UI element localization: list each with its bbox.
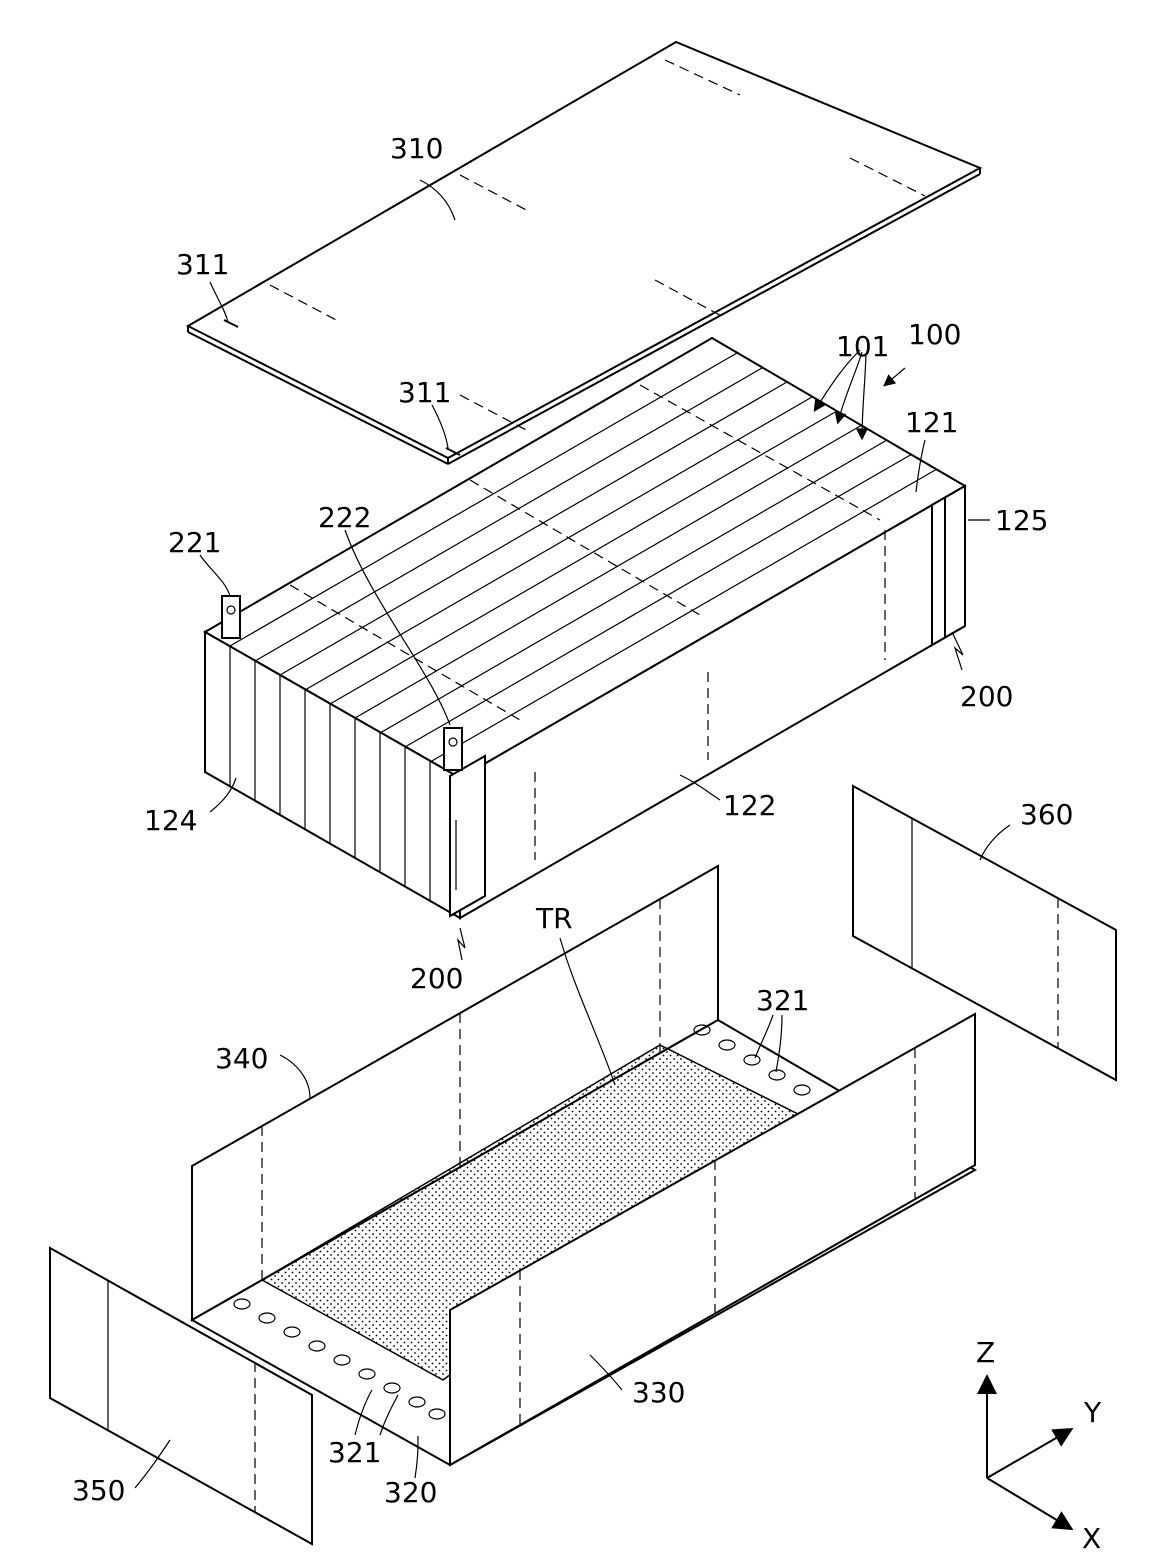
- axis-label-y: Y: [1083, 1396, 1102, 1429]
- label-124: 124: [144, 804, 197, 837]
- label-125: 125: [995, 504, 1048, 537]
- battery-module: [205, 338, 965, 918]
- cover-plate: [188, 42, 980, 464]
- label-321-b: 321: [328, 1436, 381, 1469]
- label-321-a: 321: [756, 984, 809, 1017]
- label-121: 121: [905, 406, 958, 439]
- terminal-221: [222, 596, 240, 638]
- label-200-b: 200: [410, 962, 463, 995]
- label-200-a: 200: [960, 680, 1013, 713]
- axis-label-z: Z: [976, 1336, 995, 1369]
- label-TR: TR: [535, 902, 573, 935]
- label-101: 101: [836, 330, 889, 363]
- label-221: 221: [168, 526, 221, 559]
- label-330: 330: [632, 1376, 685, 1409]
- axis-label-x: X: [1082, 1522, 1101, 1555]
- label-350: 350: [72, 1474, 125, 1507]
- label-122: 122: [723, 789, 776, 822]
- label-340: 340: [215, 1042, 268, 1075]
- end-wall-360: [853, 786, 1116, 1080]
- label-320: 320: [384, 1476, 437, 1509]
- label-100: 100: [908, 318, 961, 351]
- label-311-b: 311: [398, 376, 451, 409]
- coordinate-axes: [987, 1378, 1070, 1528]
- label-310: 310: [390, 132, 443, 165]
- label-311-a: 311: [176, 248, 229, 281]
- label-360: 360: [1020, 798, 1073, 831]
- label-222: 222: [318, 501, 371, 534]
- housing-tray: [192, 866, 975, 1465]
- terminal-222: [444, 728, 462, 770]
